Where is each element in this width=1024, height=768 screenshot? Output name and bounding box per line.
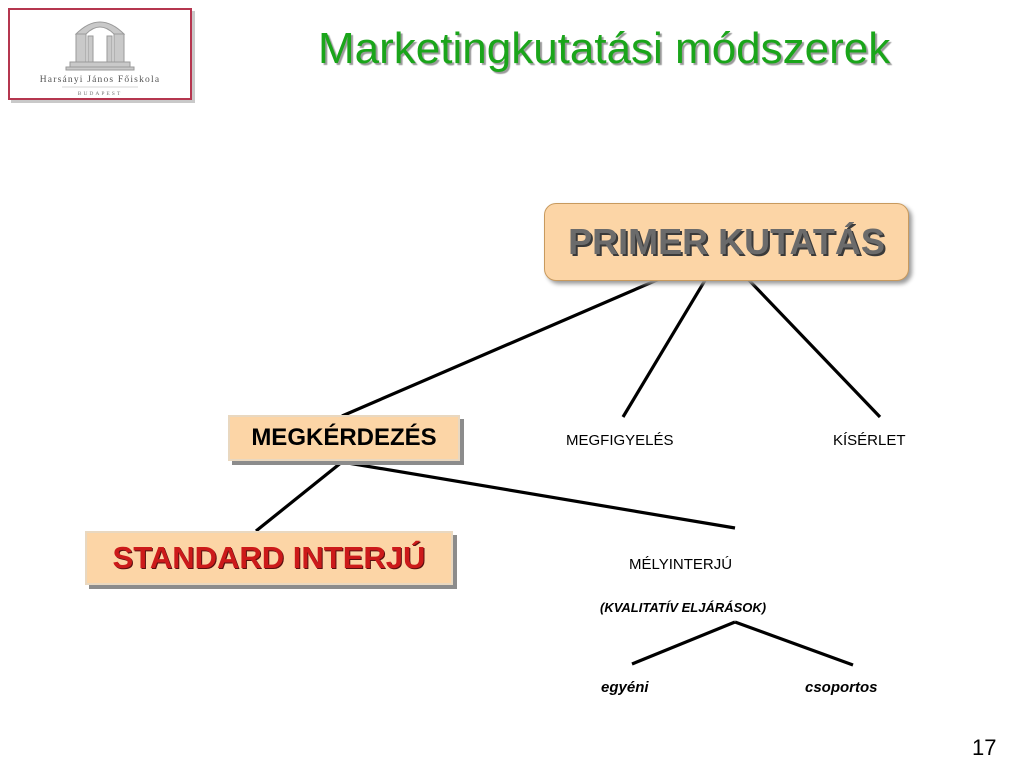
melyinterju-label: MÉLYINTERJÚ [629, 556, 733, 573]
school-logo: Harsányi János Főiskola BUDAPEST [8, 8, 192, 100]
megkerdezes-box: MEGKÉRDEZÉS [228, 415, 460, 461]
connector-kvalitativ-csoportos [734, 620, 854, 667]
primer-kutatas-box: PRIMER KUTATÁS [544, 203, 909, 281]
logo-city: BUDAPEST [78, 91, 122, 97]
connector-megkerdezes-standard [254, 460, 344, 533]
kvalitativ-note: (KVALITATÍV ELJÁRÁSOK) [600, 600, 767, 615]
csoportos-label: csoportos [805, 679, 878, 696]
megfigyeles-label: MEGFIGYELÉS [566, 432, 674, 449]
connector-kvalitativ-egyeni [631, 620, 736, 666]
kiserlet-label: KÍSÉRLET [833, 432, 906, 449]
arch-emblem-icon: Harsányi János Főiskola BUDAPEST [40, 21, 160, 97]
egyeni-label: egyéni [601, 679, 649, 696]
connector-megkerdezes-melyinterju [341, 460, 736, 530]
slide-title: Marketingkutatási módszerek [318, 24, 891, 73]
standard-interju-box: STANDARD INTERJÚ [85, 531, 453, 585]
page-number: 17 [972, 735, 997, 760]
logo-school-name: Harsányi János Főiskola [40, 75, 160, 85]
